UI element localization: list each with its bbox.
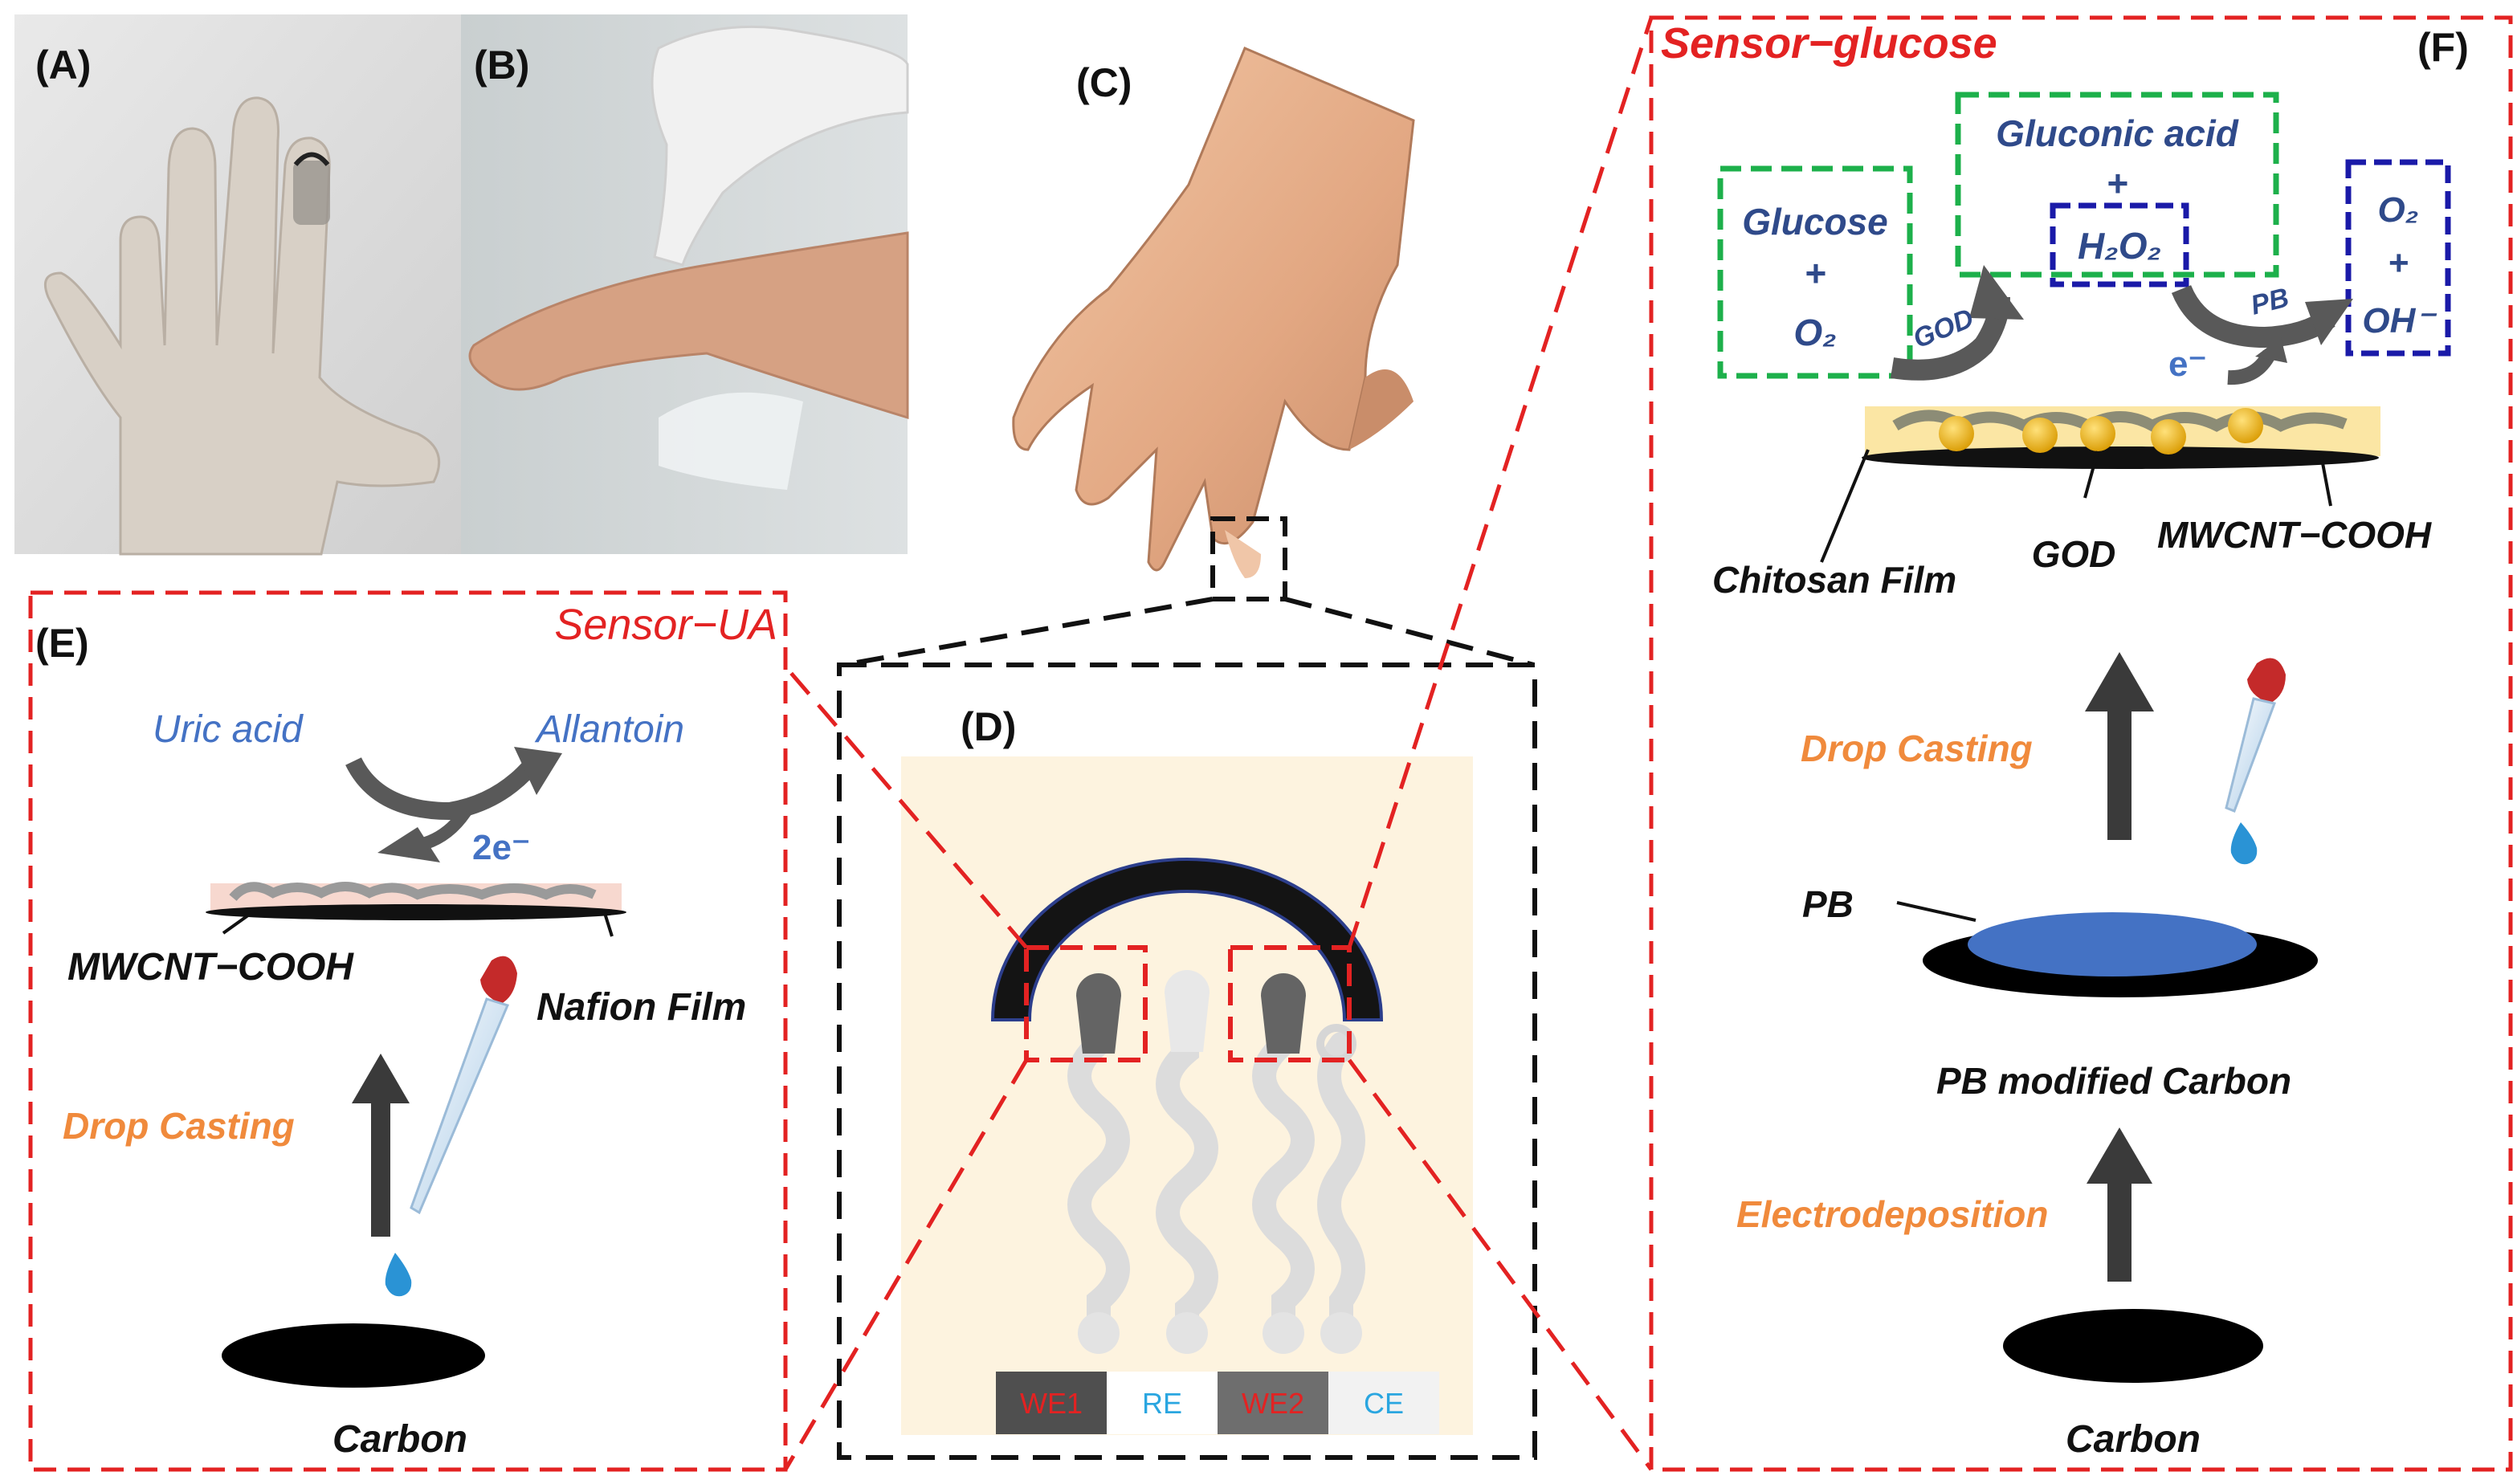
glucose-layer-pointers	[1820, 449, 2332, 563]
ua-layer-pointers	[222, 907, 614, 937]
electrode-label-we1: WE1	[1020, 1387, 1083, 1420]
electrode-label-row: WE1 RE WE2 CE	[996, 1372, 1439, 1434]
sensor-zoom-box	[1210, 516, 1287, 601]
panel-label-d: (D)	[961, 704, 1016, 749]
o2-plus: +	[2388, 243, 2409, 283]
droplet-f	[2230, 822, 2258, 865]
pb-modified-carbon-label: PB modified Carbon	[1936, 1060, 2291, 1102]
h2o2-box	[2050, 202, 2189, 287]
electrode-label-ce: CE	[1364, 1387, 1404, 1420]
pb-pointer	[1896, 901, 1976, 922]
zoom-lines-d-to-f	[1347, 17, 1654, 1471]
pb-label: PB	[1802, 883, 1854, 925]
drop-casting-label-e: Drop Casting	[63, 1105, 295, 1147]
panel-f-title: Sensor−glucose	[1661, 19, 1997, 67]
h2o2-label: H₂O₂	[2078, 225, 2161, 267]
glucose-label: Glucose	[1742, 201, 1888, 243]
panel-e-frame	[28, 590, 788, 1472]
carbon-disc-e	[222, 1323, 485, 1388]
panel-label-e: (E)	[35, 621, 89, 666]
mwcnt-label-e: MWCNT−COOH	[67, 946, 354, 989]
electrode-label-re: RE	[1142, 1387, 1182, 1420]
panel-label-b: (B)	[474, 43, 529, 88]
panel-d-frame	[837, 662, 1537, 1460]
panel-label-c: (C)	[1076, 60, 1132, 105]
droplet-e	[385, 1253, 412, 1297]
allantoin-label: Allantoin	[534, 708, 684, 751]
ua-reaction-arrow	[345, 747, 562, 862]
god-reaction-arrow	[1890, 265, 2024, 381]
zoom-lines-c-to-d	[842, 597, 1535, 667]
pb-reaction-arrow	[2171, 284, 2353, 385]
gluconic-plus: +	[2107, 162, 2128, 204]
photo-b-arm-sensor	[461, 14, 909, 554]
drop-casting-label-f: Drop Casting	[1801, 728, 2033, 769]
we2-highlight	[1228, 945, 1352, 1062]
gluconic-label: Gluconic acid	[1996, 112, 2239, 154]
zoom-lines-d-to-e	[783, 665, 1029, 1471]
panel-label-f: (F)	[2417, 25, 2469, 70]
pipette-e	[410, 956, 517, 1215]
electron-label-f: e⁻	[2168, 344, 2207, 384]
carbon-disc-f	[2003, 1309, 2263, 1383]
o2-oh-box	[2345, 159, 2451, 357]
o2-label: O₂	[2377, 190, 2418, 230]
pb-arrow-label: PB	[2248, 282, 2292, 320]
electrons-label: 2e⁻	[472, 828, 530, 867]
uric-acid-label: Uric acid	[153, 708, 304, 751]
drop-casting-arrow-f	[2085, 652, 2154, 840]
we1-highlight	[1024, 945, 1148, 1062]
sensor-traces	[1067, 1000, 1365, 1345]
oh-label: OH⁻	[2362, 301, 2437, 340]
panel-label-a: (A)	[35, 43, 91, 88]
electrodeposition-label: Electrodeposition	[1736, 1193, 2048, 1235]
mwcnt-label-f: MWCNT−COOH	[2157, 514, 2432, 556]
carbon-label-f: Carbon	[2066, 1418, 2201, 1461]
pipette-f	[2225, 658, 2286, 813]
photo-a-gloved-hand	[14, 14, 461, 556]
glucose-electrode-stack	[1862, 406, 2380, 469]
panel-e-title: Sensor−UA	[554, 601, 777, 649]
god-layer-label: GOD	[2032, 533, 2116, 575]
chitosan-label: Chitosan Film	[1712, 559, 1956, 601]
carbon-label-e: Carbon	[332, 1418, 467, 1461]
drop-casting-arrow-e	[352, 1054, 410, 1237]
sensor-pads	[1078, 1312, 1362, 1354]
ua-electrode-stack	[206, 882, 626, 920]
gluconic-box	[1955, 92, 2279, 278]
pb-electrode	[1923, 912, 2318, 997]
sensor-arc	[990, 858, 1384, 1021]
electrodeposition-arrow	[2087, 1127, 2152, 1282]
glucose-o2: O₂	[1793, 312, 1836, 353]
wearable-sensor-on-finger	[293, 152, 330, 225]
glucose-box	[1717, 165, 1913, 379]
nafion-label: Nafion Film	[536, 986, 746, 1029]
glucose-plus: +	[1805, 252, 1826, 294]
hand-illustration	[1012, 47, 1415, 572]
panel-f-frame	[1649, 15, 2513, 1472]
electrode-label-we2: WE2	[1242, 1387, 1304, 1420]
